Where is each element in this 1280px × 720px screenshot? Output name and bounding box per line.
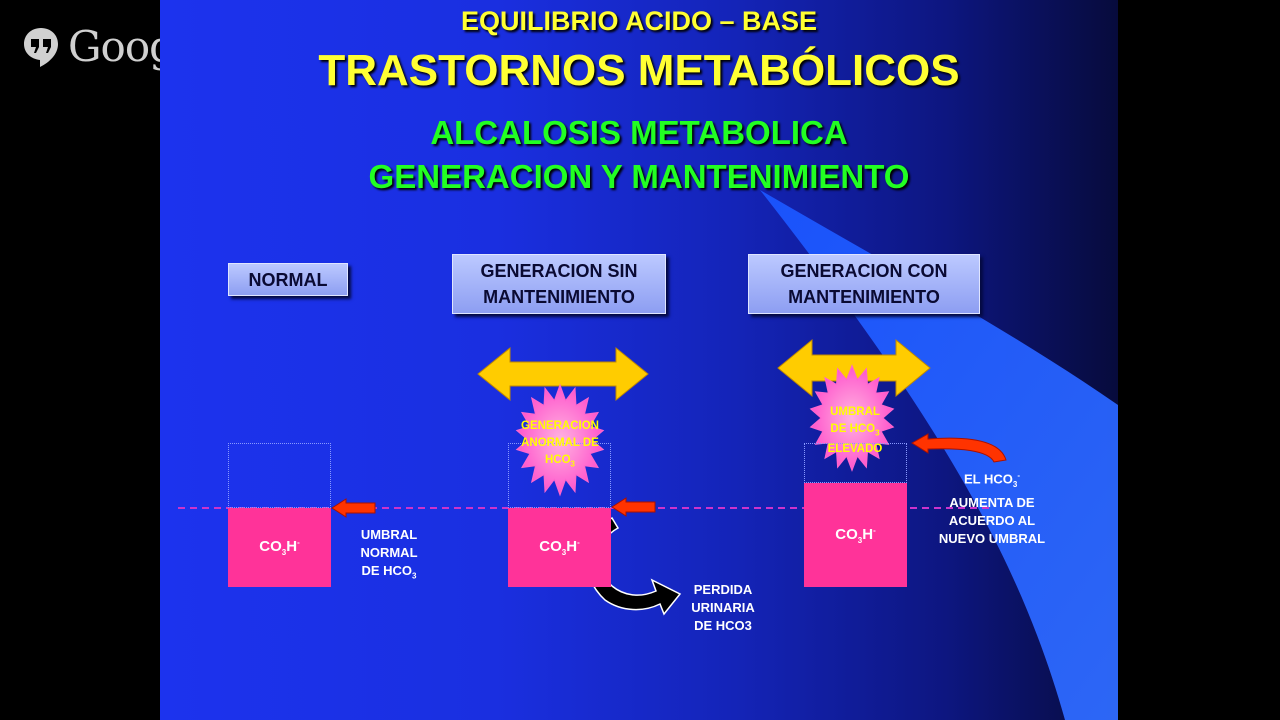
header-line-2: MANTENIMIENTO bbox=[483, 287, 635, 307]
dotted-outline bbox=[508, 443, 611, 508]
curved-red-arrow-icon bbox=[911, 433, 1007, 463]
starburst-label-umbral: UMBRAL DE HCO3 ELEVADO bbox=[827, 406, 883, 456]
header-generacion-sin-mantenimiento: GENERACION SIN MANTENIMIENTO bbox=[452, 254, 666, 314]
slide-title-1: EQUILIBRIO ACIDO – BASE bbox=[460, 6, 818, 36]
slide-subtitle-2: GENERACION Y MANTENIMIENTO bbox=[368, 158, 910, 195]
label-hco3-aumenta: EL HCO3- AUMENTA DE ACUERDO AL NUEVO UMB… bbox=[938, 471, 1046, 546]
double-arrow-icon bbox=[477, 346, 649, 402]
header-generacion-con-mantenimiento: GENERACION CON MANTENIMIENTO bbox=[748, 254, 980, 314]
starburst-icon bbox=[809, 364, 895, 472]
bar-generacion-con: CO3H- bbox=[804, 483, 907, 587]
starburst-icon bbox=[515, 383, 605, 497]
bar-normal: CO3H- bbox=[228, 508, 331, 587]
header-normal-label: NORMAL bbox=[248, 269, 328, 290]
header-line-1: GENERACION SIN bbox=[480, 261, 638, 281]
slide-title-2: TRASTORNOS METABÓLICOS bbox=[318, 46, 960, 95]
header-normal: NORMAL bbox=[228, 263, 348, 296]
header-line-1: GENERACION CON bbox=[780, 261, 948, 281]
slide-subtitle-1: ALCALOSIS METABOLICA bbox=[430, 114, 848, 151]
bar-label: CO3H- bbox=[539, 538, 580, 557]
label-umbral-normal: UMBRAL NORMAL DE HCO3 bbox=[360, 527, 418, 581]
header-line-2: MANTENIMIENTO bbox=[788, 287, 940, 307]
dotted-outline bbox=[228, 443, 331, 508]
bar-label: CO3H- bbox=[259, 538, 300, 557]
double-arrow-icon bbox=[777, 338, 931, 398]
dotted-outline bbox=[804, 443, 907, 483]
label-perdida-urinaria: PERDIDA URINARIA DE HCO3 bbox=[691, 582, 755, 633]
bar-label: CO3H- bbox=[835, 525, 876, 545]
red-arrow-icon bbox=[331, 498, 376, 518]
slide: EQUILIBRIO ACIDO – BASE TRASTORNOS METAB… bbox=[160, 0, 1118, 720]
red-arrow-icon bbox=[611, 497, 656, 517]
swoosh-decoration bbox=[760, 190, 1118, 720]
bar-generacion-sin: CO3H- bbox=[508, 508, 611, 587]
starburst-label-generacion: GENERACION ANORMAL DE HCO3 bbox=[521, 420, 599, 469]
slide-graphics bbox=[178, 190, 1118, 720]
hangouts-icon bbox=[24, 27, 58, 67]
